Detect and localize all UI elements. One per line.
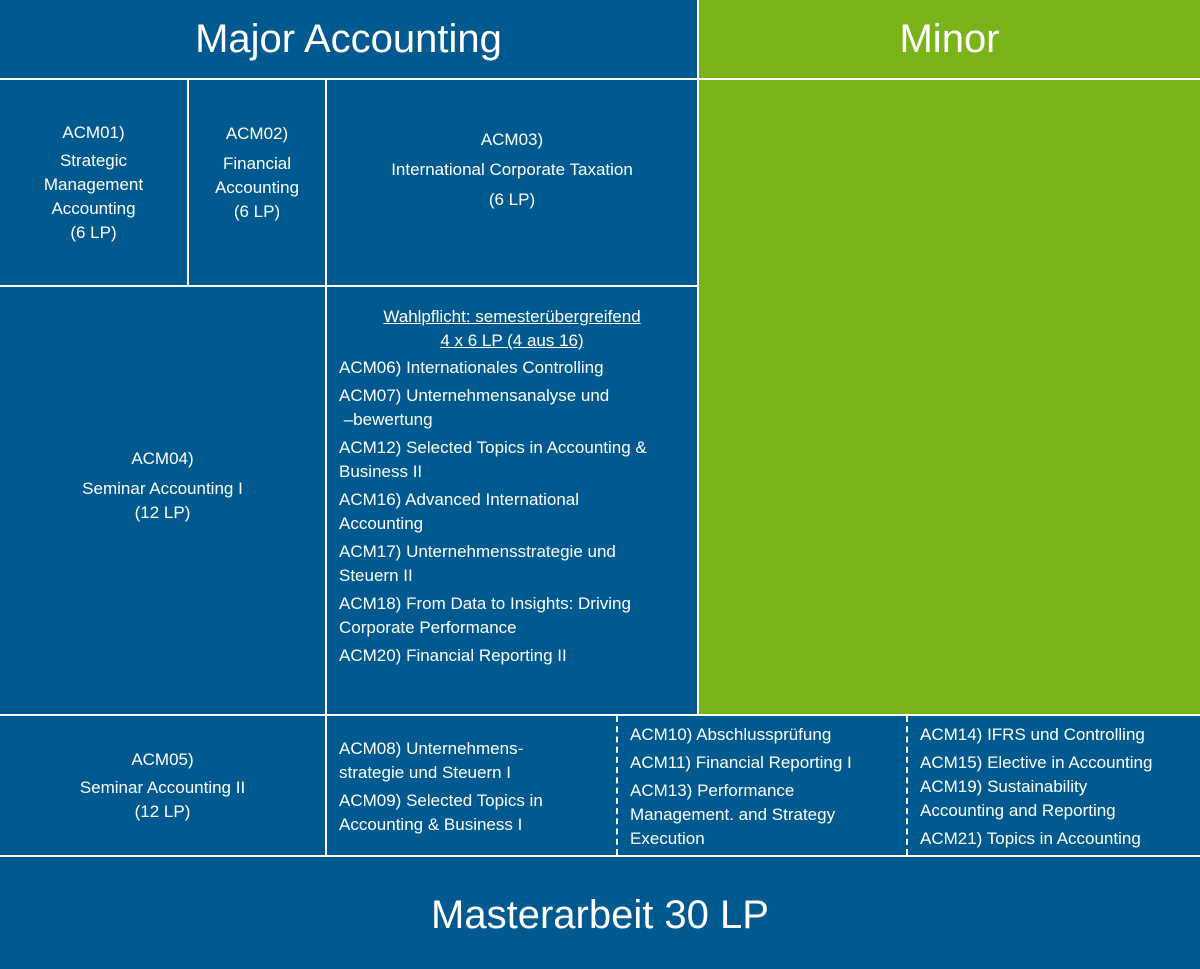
list-item: ACM18) From Data to Insights: Driving Co… <box>339 594 631 637</box>
list-item: ACM13) Performance Management. and Strat… <box>630 781 836 848</box>
acm01-line: Strategic <box>59 150 128 170</box>
list-item: ACM19) Sustainability Accounting and Rep… <box>920 777 1116 820</box>
acm02-credits: (6 LP) <box>233 201 281 221</box>
acm03-credits: (6 LP) <box>488 190 536 209</box>
list-item: ACM14) IFRS und Controlling <box>920 725 1145 744</box>
module-acm04: ACM04) Seminar Accounting I (12 LP) <box>0 287 325 714</box>
major-accounting-header: Major Accounting <box>0 0 697 78</box>
acm02-line: Accounting <box>214 177 300 197</box>
minor-area <box>699 80 1200 714</box>
elective-block: Wahlpflicht: semesterübergreifend 4 x 6 … <box>327 287 697 714</box>
list-item: ACM09) Selected Topics in Accounting & B… <box>339 791 543 834</box>
acm01-code: ACM01) <box>62 122 125 142</box>
module-acm05: ACM05) Seminar Accounting II (12 LP) <box>0 716 325 855</box>
list-item: ACM11) Financial Reporting I <box>630 753 852 772</box>
acm04-code: ACM04) <box>131 448 194 468</box>
module-acm02: ACM02) Financial Accounting (6 LP) <box>189 80 325 285</box>
elective-group-3: ACM14) IFRS und Controlling ACM15) Elect… <box>920 723 1195 855</box>
acm05-code: ACM05) <box>131 749 194 769</box>
acm02-code: ACM02) <box>225 123 289 143</box>
list-item: ACM06) Internationales Controlling <box>339 358 604 377</box>
acm03-code: ACM03) <box>480 130 544 149</box>
list-item: ACM20) Financial Reporting II <box>339 646 567 665</box>
acm02-line: Financial <box>222 153 292 173</box>
list-item: ACM10) Abschlussprüfung <box>630 725 832 744</box>
acm04-credits: (12 LP) <box>134 502 191 522</box>
minor-header-text: Minor <box>899 16 1000 61</box>
masterarbeit-text: Masterarbeit 30 LP <box>431 892 769 937</box>
minor-header: Minor <box>699 0 1200 78</box>
list-item: ACM07) Unternehmensanalyse und –bewertun… <box>339 386 610 429</box>
list-item: ACM08) Unternehmens- strategie und Steue… <box>339 739 524 782</box>
acm01-credits: (6 LP) <box>70 222 117 242</box>
module-acm03: ACM03) International Corporate Taxation … <box>327 80 697 285</box>
dashed-divider <box>616 716 618 855</box>
list-item: ACM17) Unternehmensstrategie und Steuern… <box>339 542 616 585</box>
list-item: ACM12) Selected Topics in Accounting & B… <box>339 438 647 481</box>
elective-title: Wahlpflicht: semesterübergreifend <box>383 307 641 326</box>
elective-row-area <box>327 716 1200 855</box>
major-header-text: Major Accounting <box>195 16 502 61</box>
acm05-credits: (12 LP) <box>134 801 191 821</box>
masterarbeit-block: Masterarbeit 30 LP <box>0 857 1200 969</box>
elective-group-1: ACM08) Unternehmens- strategie und Steue… <box>339 737 609 841</box>
acm05-line: Seminar Accounting II <box>79 777 246 797</box>
list-item: ACM21) Topics in Accounting <box>920 829 1141 848</box>
acm04-line: Seminar Accounting I <box>82 478 243 498</box>
dashed-divider <box>906 716 908 855</box>
acm01-line: Management <box>43 174 144 194</box>
acm01-line: Accounting <box>51 198 136 218</box>
module-acm01: ACM01) Strategic Management Accounting (… <box>0 80 187 285</box>
elective-list: ACM06) Internationales Controlling ACM07… <box>339 356 683 668</box>
list-item: ACM16) Advanced International Accounting <box>339 490 580 533</box>
dashed-divider <box>327 714 617 716</box>
acm03-line: International Corporate Taxation <box>391 160 633 179</box>
elective-group-2: ACM10) Abschlussprüfung ACM11) Financial… <box>630 723 900 855</box>
elective-subtitle: 4 x 6 LP (4 aus 16) <box>440 331 584 350</box>
list-item: ACM15) Elective in Accounting <box>920 753 1153 772</box>
